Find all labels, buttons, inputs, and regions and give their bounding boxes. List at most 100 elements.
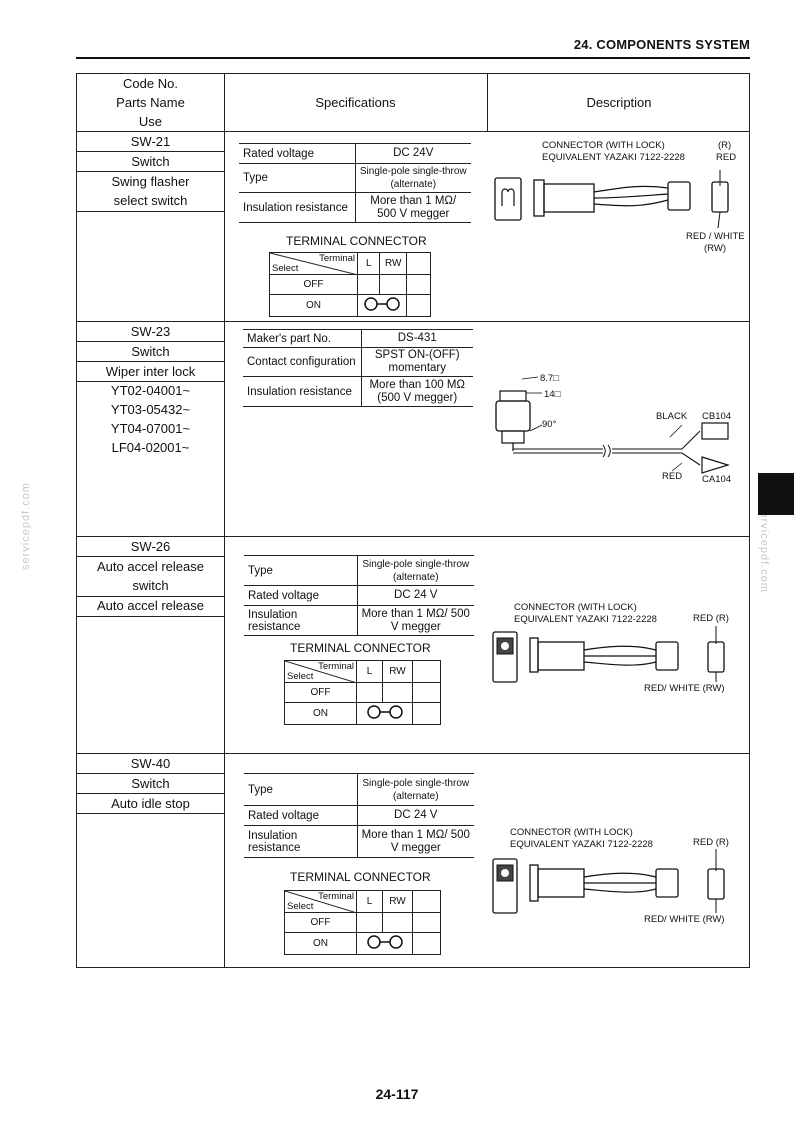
r2-line-b	[77, 361, 224, 362]
on-connection	[356, 702, 413, 725]
r3-terminal-table: Terminal Select L RW OFF ON	[284, 660, 441, 725]
switch-face-icon	[492, 631, 518, 683]
switch-body-icon	[537, 641, 585, 671]
row-on: ON	[269, 294, 358, 317]
r1-line-c	[77, 211, 224, 212]
r4-code: SW-40	[130, 756, 171, 771]
cell	[356, 912, 383, 933]
cell	[356, 274, 381, 295]
spec-key: Insulation resistance	[239, 192, 356, 223]
col-rw: RW	[379, 252, 407, 275]
spec-key: Insulation resistance	[244, 605, 358, 636]
spec-value: DC 24V	[355, 143, 471, 164]
connector-icon	[655, 868, 679, 898]
angle-label: 90°	[542, 419, 557, 430]
r1-switch-diagram: CONNECTOR (WITH LOCK) EQUIVALENT YAZAKI …	[494, 140, 745, 254]
connector-label: CONNECTOR (WITH LOCK)	[510, 827, 633, 838]
r2-line-a	[77, 341, 224, 342]
r4-terminal-title: TERMINAL CONNECTOR	[290, 870, 431, 884]
col-l: L	[356, 890, 383, 913]
spec-value: Single-pole single-throw (alternate)	[355, 163, 471, 193]
switch-face-icon	[494, 177, 522, 221]
r1-line-b	[77, 171, 224, 172]
on-connection	[357, 294, 407, 317]
r3-line-a	[77, 556, 224, 557]
r4-terminal-table: Terminal Select L RW OFF ON	[284, 890, 441, 955]
spec-value: DC 24 V	[357, 585, 474, 606]
col-rw: RW	[382, 890, 413, 913]
section-side-tab	[758, 473, 794, 515]
r-code-label: (R)	[718, 140, 731, 151]
spec-key: Type	[244, 773, 358, 806]
terminal-label: Terminal	[318, 661, 354, 672]
col-blank	[412, 890, 441, 913]
spec-key: Type	[239, 163, 356, 193]
r2-serial-2: YT03-05432~	[110, 402, 191, 417]
header-description: Description	[586, 95, 652, 110]
spec-key: Maker's part No.	[243, 329, 362, 348]
r2-name: Switch	[131, 344, 170, 359]
r1-terminal-table: Terminal Select L RW OFF ON	[269, 252, 431, 317]
spec-key: Rated voltage	[244, 585, 358, 606]
select-label: Select	[272, 263, 299, 274]
spec-key: Rated voltage	[239, 143, 356, 164]
connector-label: CONNECTOR (WITH LOCK)	[514, 602, 637, 613]
r3-switch-diagram: CONNECTOR (WITH LOCK) EQUIVALENT YAZAKI …	[492, 602, 729, 694]
r3-name-2: switch	[132, 578, 169, 593]
col-l: L	[356, 660, 383, 683]
r3-terminal-title: TERMINAL CONNECTOR	[290, 641, 431, 655]
header-code-no: Code No.	[123, 76, 178, 91]
r3-line-c	[77, 616, 224, 617]
ca104-label: CA104	[702, 474, 731, 485]
spec-value: More than 1 MΩ/ 500 V megger	[357, 825, 474, 858]
cell	[382, 912, 413, 933]
r3-code: SW-26	[130, 539, 171, 554]
col-rw: RW	[382, 660, 413, 683]
red-white-rw-label: RED/ WHITE (RW)	[644, 683, 725, 694]
connector-icon	[655, 641, 679, 671]
watermark-right: servicepdf.com	[758, 505, 770, 593]
cb104-connector-icon	[701, 422, 729, 440]
red-r-label: RED (R)	[693, 837, 729, 848]
cb104-label: CB104	[702, 411, 731, 422]
watermark-left: servicepdf.com	[20, 482, 32, 570]
select-label: Select	[287, 671, 314, 682]
r2-use: Wiper inter lock	[105, 364, 196, 379]
header-parts-name: Parts Name	[116, 95, 185, 110]
button-cap-icon	[499, 390, 527, 402]
r1-use-1: Swing flasher	[111, 174, 190, 189]
red-label: RED	[716, 152, 736, 163]
cell	[382, 682, 413, 703]
header-code-cell: Code No. Parts Name Use	[77, 74, 224, 131]
row-off: OFF	[284, 682, 357, 703]
spec-value: Single-pole single-throw (alternate)	[357, 773, 474, 806]
spec-key: Insulation resistance	[243, 376, 362, 407]
col-blank	[412, 660, 441, 683]
r1-terminal-title: TERMINAL CONNECTOR	[286, 234, 427, 248]
cell	[412, 682, 441, 703]
switch-face-icon	[492, 858, 518, 914]
connection-symbol	[364, 297, 400, 311]
equivalent-label: EQUIVALENT YAZAKI 7122-2228	[542, 152, 685, 163]
r1-name: Switch	[131, 154, 170, 169]
r3-use: Auto accel release	[97, 598, 204, 613]
r2-line-c	[77, 381, 224, 382]
spec-key: Insulation resistance	[244, 825, 358, 858]
col-divider-2-header	[487, 74, 488, 131]
switch-body-icon	[543, 183, 595, 213]
r1-line-a	[77, 151, 224, 152]
cell	[406, 294, 431, 317]
row-off: OFF	[284, 912, 357, 933]
select-label: Select	[287, 901, 314, 912]
cell	[412, 912, 441, 933]
r2-serial-3: YT04-07001~	[110, 421, 191, 436]
r1-code: SW-21	[130, 134, 171, 149]
cell	[412, 702, 441, 725]
r3-name-1: Auto accel release	[97, 559, 204, 574]
connector-label: CONNECTOR (WITH LOCK)	[542, 140, 665, 151]
row-divider-3	[77, 753, 749, 754]
terminal-corner-cell: Terminal Select	[284, 660, 357, 683]
connection-symbol	[366, 935, 403, 949]
